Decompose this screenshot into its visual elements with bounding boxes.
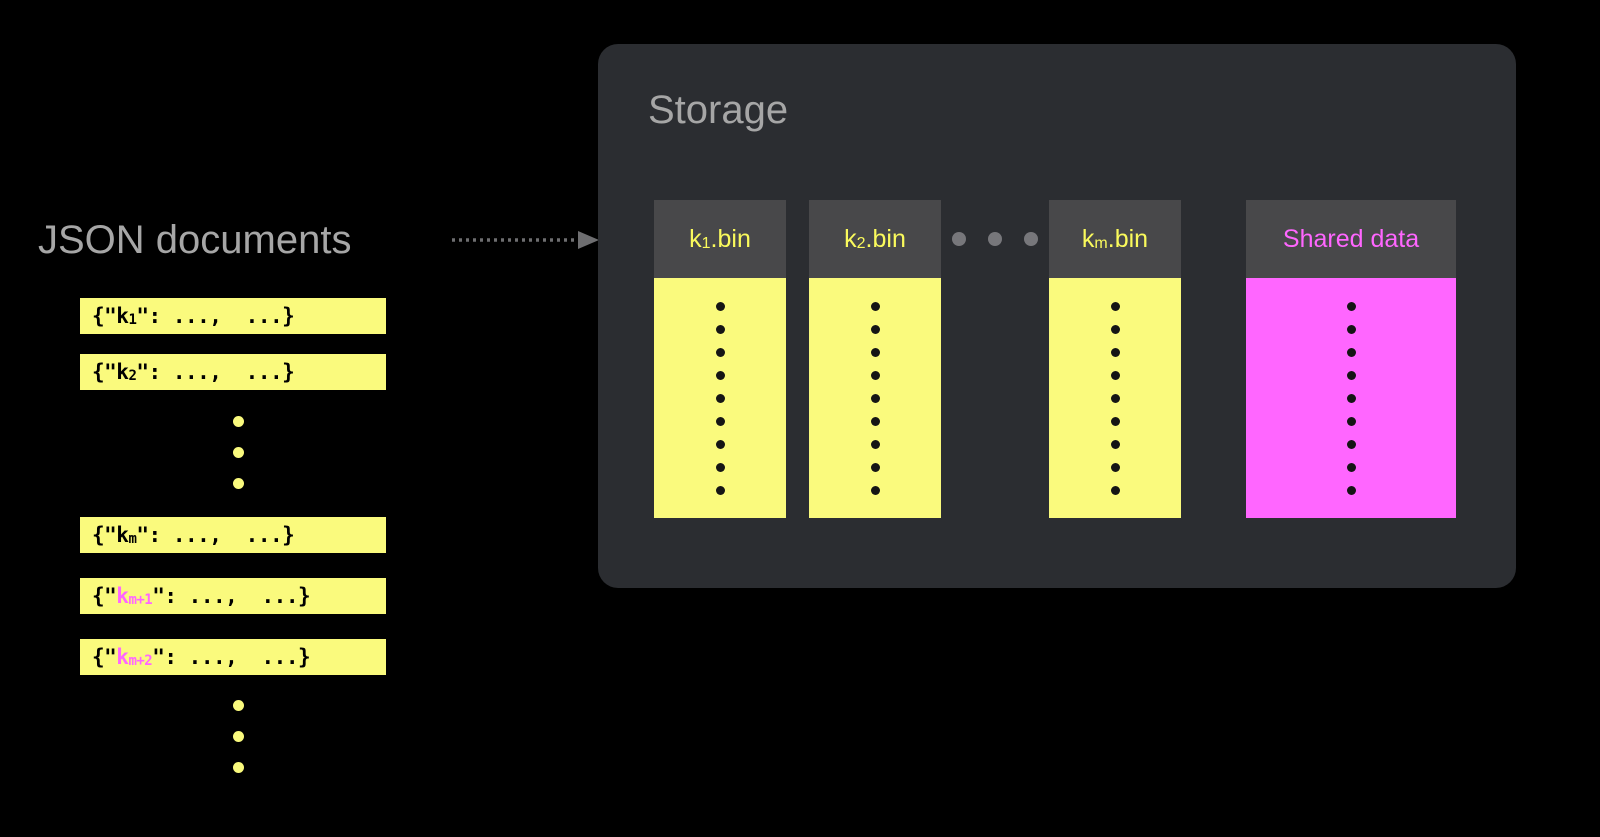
record-dot <box>1110 370 1120 380</box>
record-dot <box>1110 393 1120 403</box>
record-dot <box>870 485 880 495</box>
record-dot <box>1346 324 1356 334</box>
record-dot <box>870 347 880 357</box>
doc-suffix: ": ..., ...} <box>152 584 311 608</box>
record-dot <box>1346 370 1356 380</box>
record-dot <box>1110 439 1120 449</box>
record-dot <box>1110 462 1120 472</box>
record-dot <box>1110 347 1120 357</box>
ellipsis-dot <box>233 700 244 711</box>
documents-ellipsis-middle <box>233 416 244 489</box>
storage-panel-title: Storage <box>648 88 789 132</box>
record-dot <box>1110 324 1120 334</box>
record-dot <box>1346 439 1356 449</box>
ellipsis-dot <box>233 762 244 773</box>
record-dot <box>1346 393 1356 403</box>
separator-dot <box>952 232 966 246</box>
record-dot <box>870 301 880 311</box>
record-dot <box>870 439 880 449</box>
record-dot <box>870 370 880 380</box>
bin-label-suffix: .bin <box>1107 224 1149 253</box>
record-dot <box>870 393 880 403</box>
record-dot <box>715 347 725 357</box>
bin-label-base: k <box>844 224 857 253</box>
record-dot <box>715 462 725 472</box>
doc-suffix: ": ..., ...} <box>152 645 311 669</box>
record-dot <box>715 324 725 334</box>
dotted-arrow-icon <box>452 231 599 249</box>
bin-label-base: k <box>689 224 702 253</box>
doc-key-base: k <box>116 584 129 608</box>
record-dot <box>1346 485 1356 495</box>
bin-body <box>1246 278 1456 518</box>
record-dot <box>1346 301 1356 311</box>
record-dot <box>1110 301 1120 311</box>
ellipsis-dot <box>233 447 244 458</box>
record-dot <box>1346 347 1356 357</box>
separator-dot <box>1024 232 1038 246</box>
bin-label-base: Shared data <box>1282 224 1420 253</box>
record-dot <box>1346 462 1356 472</box>
record-dot <box>1346 416 1356 426</box>
json-documents-title: JSON documents <box>38 218 352 262</box>
storage-bin-shared-data[interactable]: Shared data <box>1246 200 1456 518</box>
doc-key-base: k <box>116 304 129 328</box>
doc-prefix: {" <box>92 360 117 384</box>
record-dot <box>870 324 880 334</box>
doc-suffix: ": ..., ...} <box>136 360 295 384</box>
doc-prefix: {" <box>92 523 117 547</box>
record-dot <box>870 416 880 426</box>
bin-body <box>654 278 786 518</box>
bin-body <box>809 278 941 518</box>
doc-prefix: {" <box>92 304 117 328</box>
documents-ellipsis-bottom <box>233 700 244 773</box>
record-dot <box>870 462 880 472</box>
bin-header-label: Shared data <box>1246 200 1456 278</box>
doc-suffix: ": ..., ...} <box>136 304 295 328</box>
bin-label-suffix: .bin <box>865 224 906 253</box>
record-dot <box>715 301 725 311</box>
ellipsis-dot <box>233 416 244 427</box>
record-dot <box>1110 485 1120 495</box>
ellipsis-dot <box>233 731 244 742</box>
doc-prefix: {" <box>92 584 117 608</box>
record-dot <box>715 370 725 380</box>
doc-suffix: ": ..., ...} <box>136 523 295 547</box>
doc-key-base: k <box>116 645 129 669</box>
separator-dot <box>988 232 1002 246</box>
record-dot <box>715 393 725 403</box>
record-dot <box>1110 416 1120 426</box>
bin-label-base: k <box>1081 224 1095 253</box>
record-dot <box>715 416 725 426</box>
bins-separator-ellipsis <box>952 232 1038 246</box>
bin-body <box>1049 278 1181 518</box>
record-dot <box>715 485 725 495</box>
doc-key-base: k <box>116 360 129 384</box>
doc-key-base: k <box>116 523 129 547</box>
doc-prefix: {" <box>92 645 117 669</box>
ellipsis-dot <box>233 478 244 489</box>
bin-label-suffix: .bin <box>710 224 751 253</box>
record-dot <box>715 439 725 449</box>
